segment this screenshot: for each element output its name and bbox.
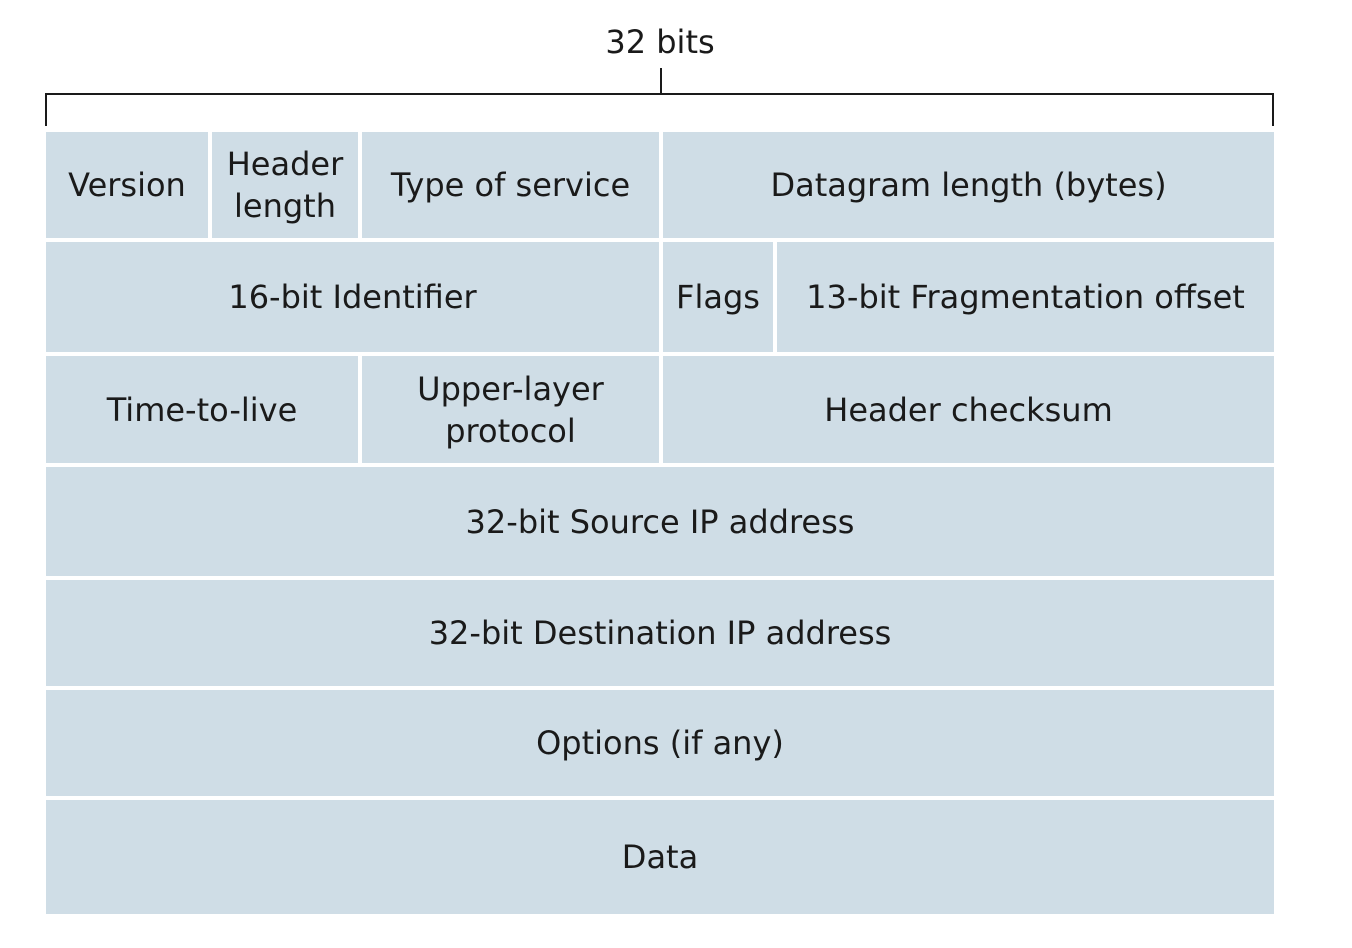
field-datagram-length: Datagram length (bytes)	[663, 132, 1274, 238]
field-source-ip: 32-bit Source IP address	[46, 467, 1274, 576]
width-bracket	[45, 68, 1274, 126]
field-flags: Flags	[663, 242, 773, 352]
field-destination-ip: 32-bit Destination IP address	[46, 580, 1274, 686]
width-label: 32 bits	[605, 23, 715, 61]
field-time-to-live: Time-to-live	[46, 356, 358, 463]
field-header-length: Header length	[212, 132, 358, 238]
field-options: Options (if any)	[46, 690, 1274, 796]
field-version: Version	[46, 132, 208, 238]
field-upper-layer-protocol: Upper-layer protocol	[362, 356, 659, 463]
field-header-checksum: Header checksum	[663, 356, 1274, 463]
field-data: Data	[46, 800, 1274, 914]
field-fragmentation-offset: 13-bit Fragmentation offset	[777, 242, 1274, 352]
field-type-of-service: Type of service	[362, 132, 659, 238]
field-identifier: 16-bit Identifier	[46, 242, 659, 352]
